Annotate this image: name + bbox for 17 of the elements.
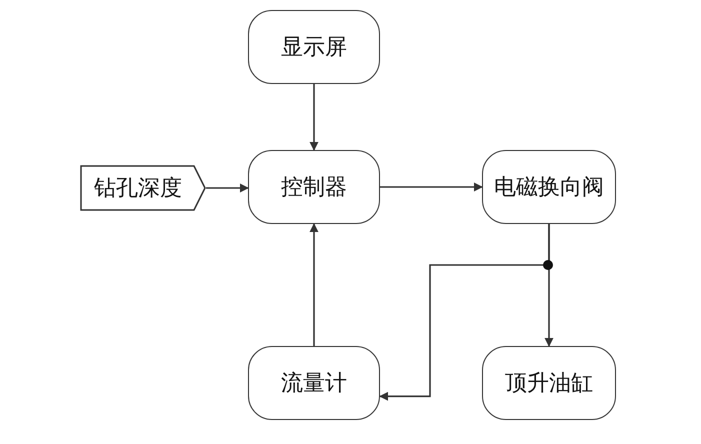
process-box — [248, 10, 380, 84]
node-label: 流量计 — [281, 370, 347, 398]
arrow — [379, 224, 550, 401]
arrow — [206, 184, 249, 192]
process-box — [248, 346, 380, 420]
input-tag — [80, 165, 206, 211]
process-box — [482, 150, 616, 224]
node-label: 电磁换向阀 — [494, 174, 604, 202]
process-box — [248, 150, 380, 224]
arrow — [380, 182, 483, 192]
arrow — [310, 223, 318, 346]
process-box — [482, 346, 616, 420]
node-label: 显示屏 — [281, 34, 347, 62]
node-label: 控制器 — [281, 174, 347, 202]
node-label: 顶升油缸 — [505, 370, 593, 398]
arrow — [310, 84, 318, 151]
node-label: 钻孔深度 — [94, 175, 182, 203]
